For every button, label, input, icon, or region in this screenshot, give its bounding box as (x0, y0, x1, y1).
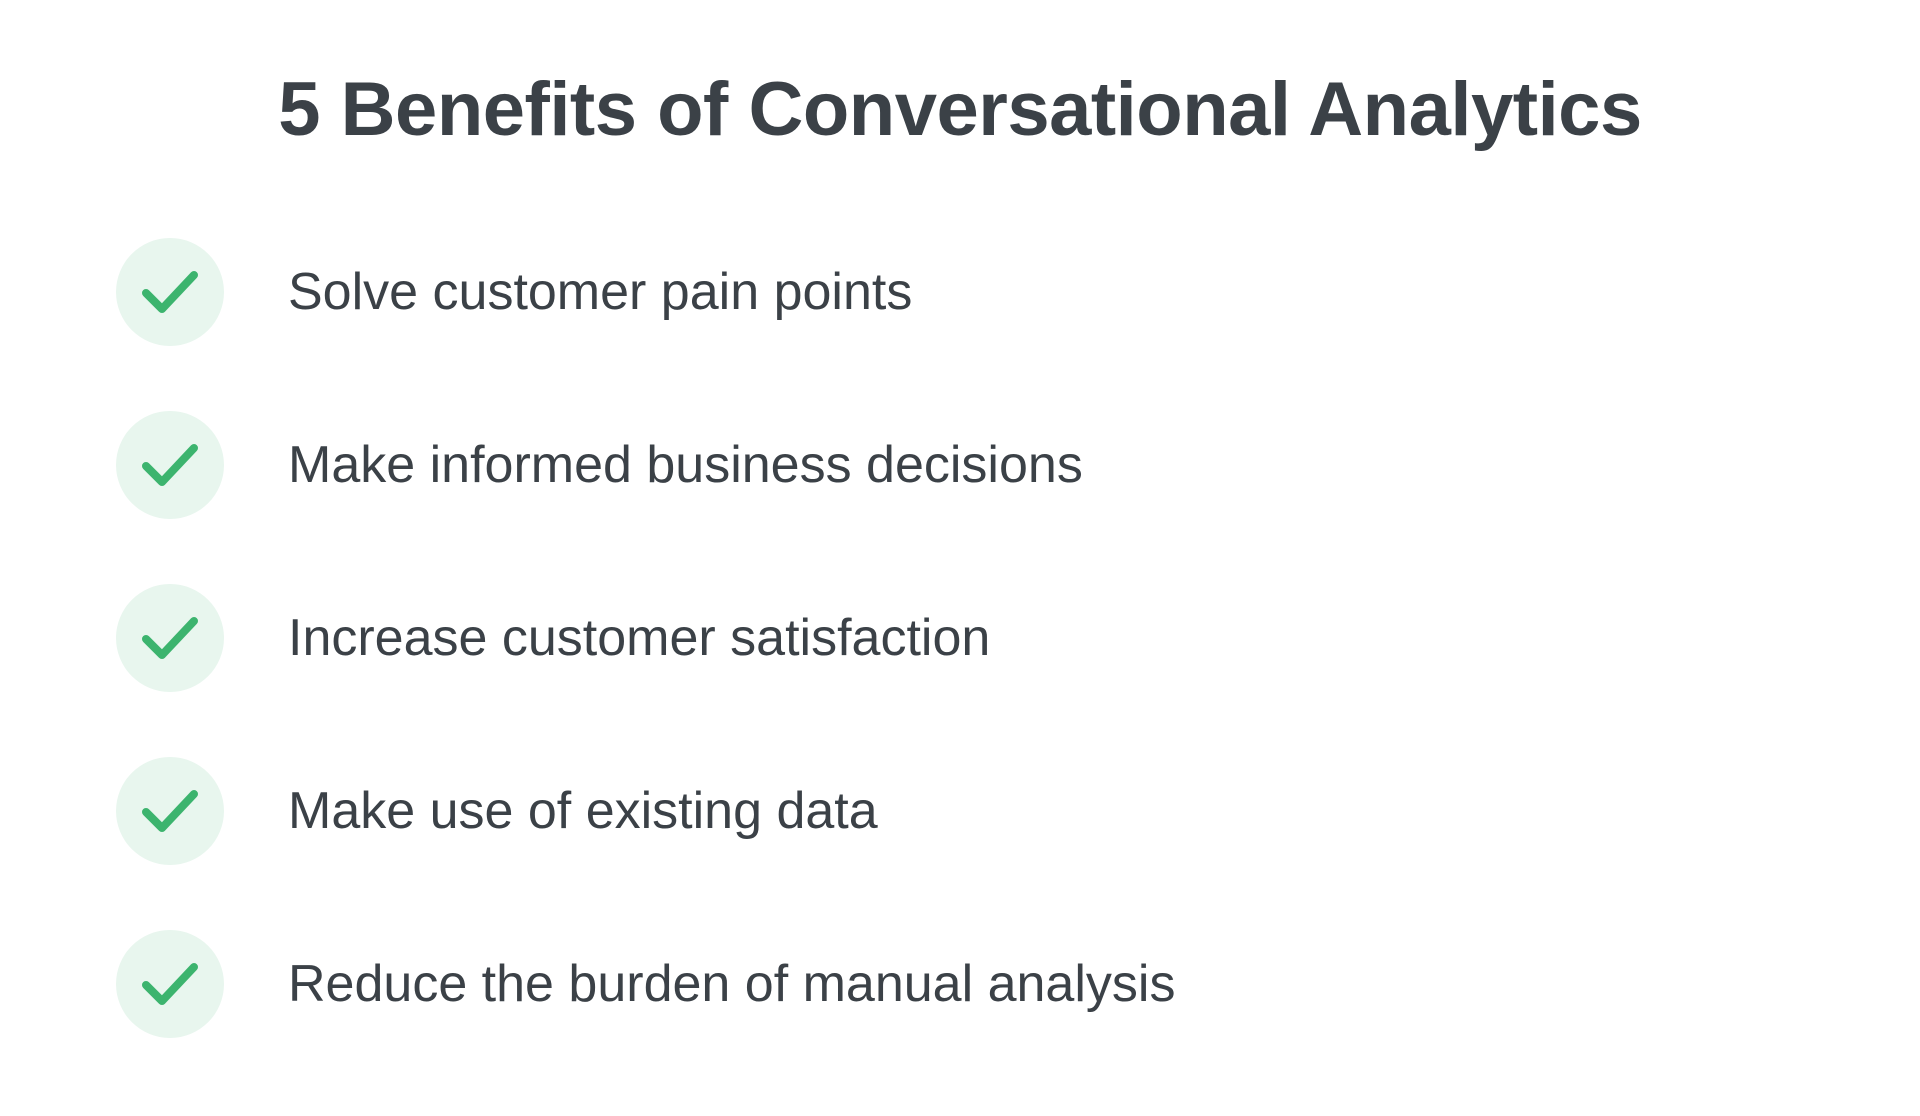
list-item: Make informed business decisions (116, 411, 1920, 519)
benefit-label: Make use of existing data (288, 781, 878, 840)
benefit-label: Solve customer pain points (288, 262, 913, 321)
check-icon (116, 411, 224, 519)
list-item: Make use of existing data (116, 757, 1920, 865)
check-icon (116, 238, 224, 346)
page-title: 5 Benefits of Conversational Analytics (278, 67, 1642, 152)
list-item: Reduce the burden of manual analysis (116, 930, 1920, 1038)
benefit-label: Reduce the burden of manual analysis (288, 954, 1176, 1013)
benefit-label: Make informed business decisions (288, 435, 1083, 494)
benefit-list: Solve customer pain points Make informed… (116, 238, 1920, 1038)
benefit-label: Increase customer satisfaction (288, 608, 991, 667)
list-item: Solve customer pain points (116, 238, 1920, 346)
check-icon (116, 930, 224, 1038)
check-icon (116, 584, 224, 692)
list-item: Increase customer satisfaction (116, 584, 1920, 692)
check-icon (116, 757, 224, 865)
